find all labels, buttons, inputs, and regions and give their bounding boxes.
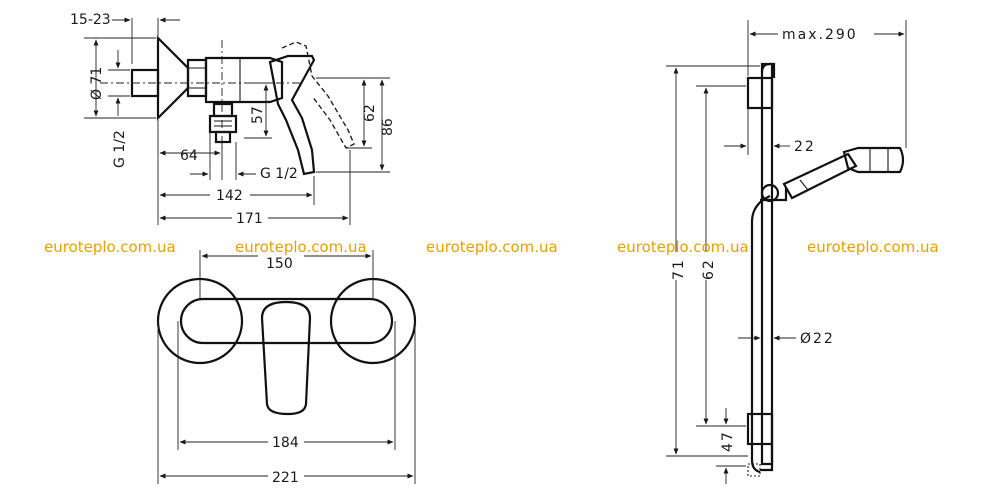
mixer-body [204,56,284,104]
dim-221: 221 [272,470,299,486]
bottom-bracket [746,412,774,446]
watermark-4: euroteplo.com.ua [617,238,749,256]
dim-86: 86 [380,118,396,136]
watermark-3: euroteplo.com.ua [426,238,558,256]
watermark-2: euroteplo.com.ua [235,238,367,256]
dim-diameter-22: Ø22 [800,331,835,347]
mixer-front-view: 150 184 221 [156,248,417,486]
dim-47: 47 [720,430,736,452]
watermark-5: euroteplo.com.ua [807,238,939,256]
handshower-head [842,146,905,174]
dim-57: 57 [250,106,266,124]
mixer-lever [268,54,316,176]
dim-184: 184 [272,435,299,451]
dim-64: 64 [180,148,198,164]
watermark-row: euroteplo.com.ua euroteplo.com.ua eurote… [44,238,939,256]
dim-15-23: 15-23 [70,12,111,28]
dim-62: 62 [362,104,378,122]
connector-nut [186,58,208,98]
dim-171: 171 [236,211,263,227]
shower-rail-view: max.290 22 71 62 Ø22 47 [666,20,907,484]
lever-alt-position [281,41,355,149]
mixer-side-view: 15-23 Ø 71 G 1/2 57 62 86 64 [70,12,396,227]
watermark-1: euroteplo.com.ua [44,238,176,256]
front-handle [260,300,312,416]
dim-71-rail: 71 [671,258,687,280]
dim-142: 142 [216,188,243,204]
dim-diameter-71: Ø 71 [89,67,105,100]
handshower-handle [782,152,858,200]
shower-rail [760,62,774,466]
dim-22-bracket: 22 [794,139,816,155]
wall-rosette [156,35,190,121]
dim-g12-inlet: G 1/2 [112,130,128,168]
dim-62-rail: 62 [701,258,717,280]
outlet-nut [212,102,234,118]
dim-g12-outlet: G 1/2 [260,166,298,182]
front-body [179,297,394,345]
shower-hose [750,194,771,474]
top-bracket [746,76,774,110]
dim-max-290: max.290 [782,27,858,43]
dim-150: 150 [266,256,293,272]
outlet-thread [208,114,238,134]
